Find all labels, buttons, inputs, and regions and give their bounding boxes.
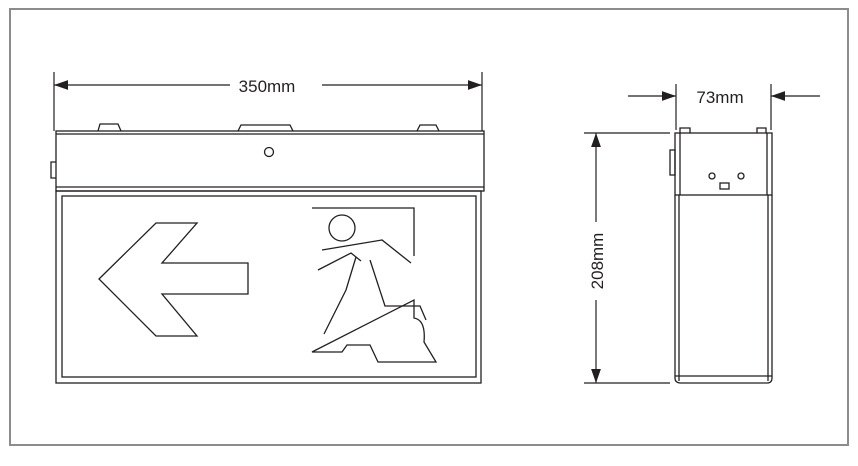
width-label: 350mm — [239, 77, 296, 96]
mount-tab-right — [416, 124, 440, 132]
running-man-exit-icon — [311, 207, 438, 363]
front-panel — [55, 190, 482, 384]
height-dimension — [584, 132, 670, 384]
screw-hole-right — [737, 172, 745, 180]
side-knob — [50, 161, 56, 179]
depth-label: 73mm — [696, 88, 743, 107]
front-housing — [55, 130, 485, 192]
depth-dimension — [628, 84, 820, 130]
front-panel-inner — [61, 195, 477, 378]
side-housing — [674, 132, 773, 196]
terminal — [719, 182, 730, 190]
height-label: 208mm — [588, 233, 607, 290]
mount-tab-left — [97, 123, 122, 132]
outer-border — [9, 8, 849, 446]
side-body — [674, 195, 773, 384]
indicator-lamp — [263, 146, 275, 158]
front-view — [50, 123, 485, 384]
left-arrow-icon — [98, 222, 249, 337]
mount-tab-center — [237, 124, 294, 132]
screw-hole-left — [708, 172, 716, 180]
width-dimension — [53, 72, 483, 131]
side-view — [669, 127, 773, 384]
